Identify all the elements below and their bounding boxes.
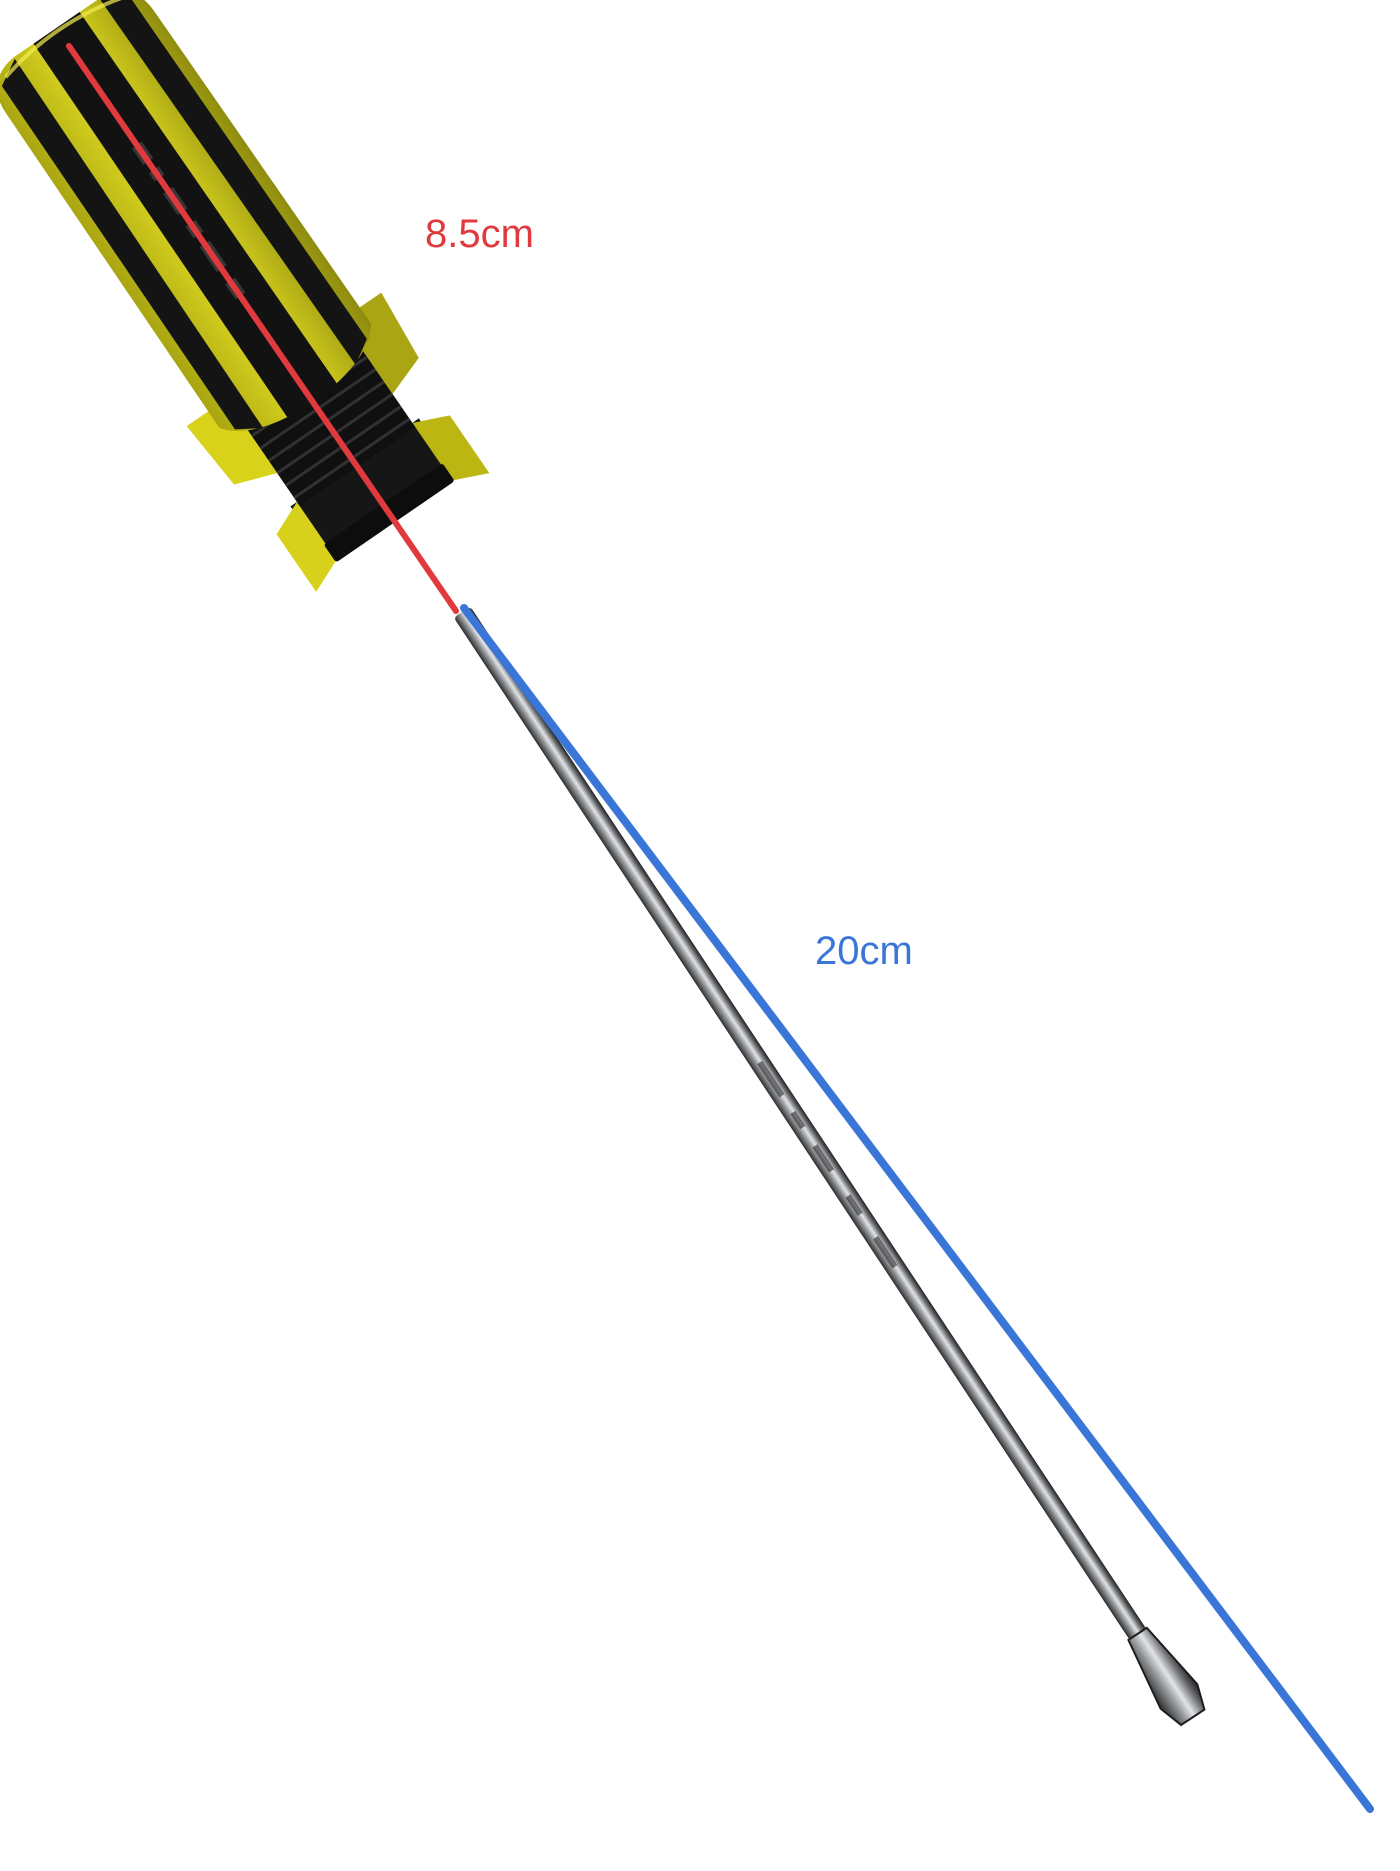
shaft-measure-line <box>460 604 1374 1813</box>
handle-measure-line <box>66 43 459 614</box>
screwdriver-shaft <box>455 608 1206 1727</box>
screwdriver-handle <box>0 0 490 592</box>
shaft-length-label: 20cm <box>815 929 913 973</box>
handle-length-label: 8.5cm <box>425 212 534 256</box>
